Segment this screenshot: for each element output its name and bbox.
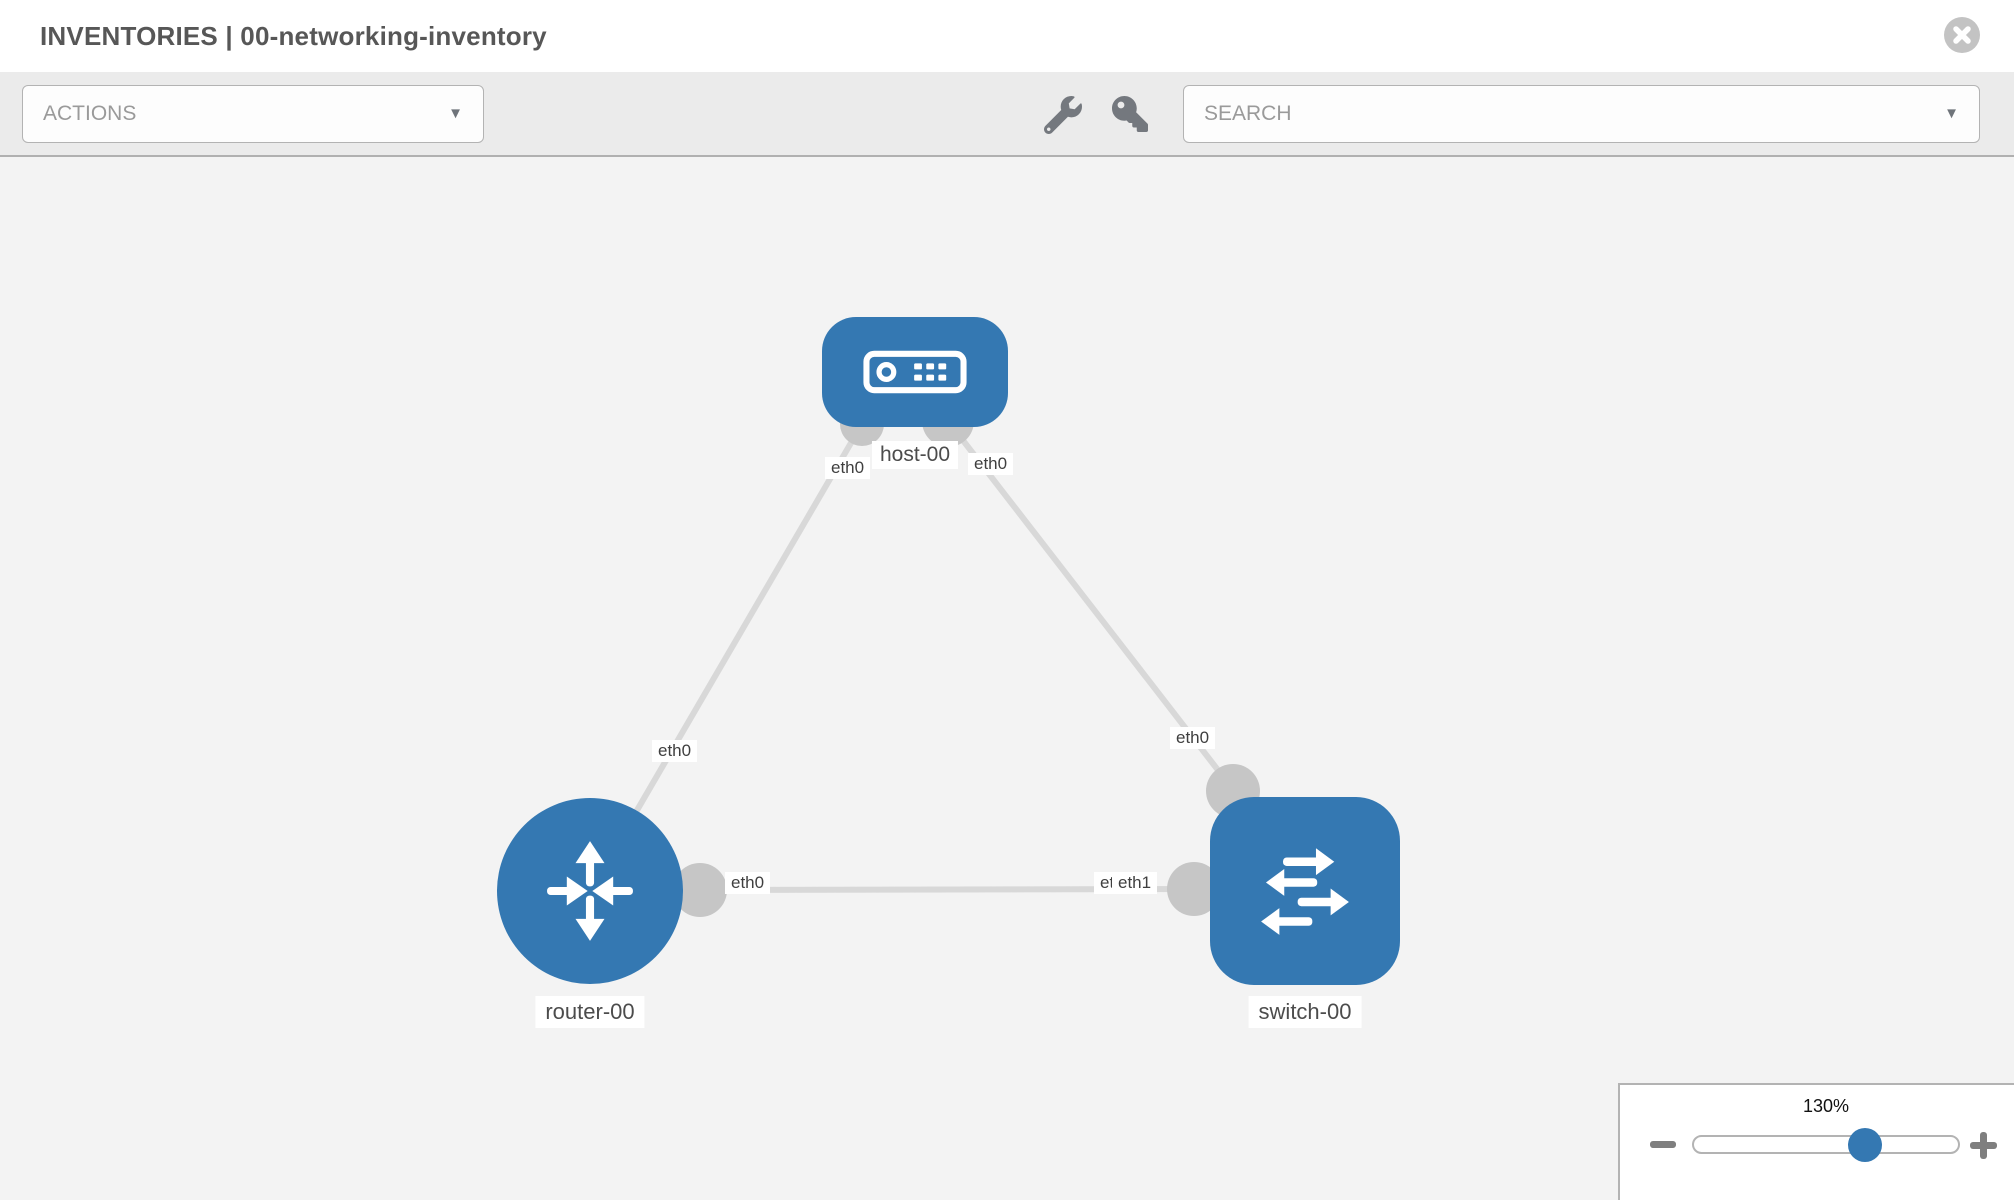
caret-down-icon: ▼ [448, 105, 463, 122]
key-icon[interactable] [1112, 96, 1150, 134]
node-label-switch[interactable]: switch-00 [1248, 996, 1362, 1028]
zoom-panel: 130% [1618, 1083, 2014, 1200]
zoom-level-value: 130% [1802, 1096, 1850, 1116]
host-device-icon [863, 350, 967, 394]
node-switch-00[interactable] [1210, 797, 1400, 985]
caret-down-icon: ▼ [1944, 105, 1959, 122]
node-label-router[interactable]: router-00 [535, 996, 645, 1028]
iface-label-host-to-router: eth0 [825, 457, 871, 479]
header-bar: INVENTORIES | 00-networking-inventory [0, 0, 2014, 72]
close-x-glyph [1953, 26, 1971, 44]
node-host-00[interactable] [822, 317, 1008, 427]
actions-dropdown[interactable]: ACTIONS ▼ [22, 85, 484, 143]
plus-icon-bar [1980, 1132, 1987, 1159]
topology-links-layer [587, 395, 1260, 917]
iface-label-host-to-switch: eth0 [968, 453, 1014, 475]
node-label-host[interactable]: host-00 [871, 441, 959, 469]
minus-icon[interactable] [1650, 1141, 1676, 1148]
node-router-00[interactable] [497, 798, 683, 984]
search-dropdown-label: SEARCH [1204, 102, 1292, 125]
iface-label-router-to-host: eth0 [652, 740, 698, 762]
close-icon[interactable] [1944, 17, 1980, 53]
iface-label-switch-to-router: eth1 [1112, 872, 1158, 894]
actions-dropdown-label: ACTIONS [43, 102, 137, 125]
page-title: INVENTORIES | 00-networking-inventory [40, 21, 547, 51]
toolbar: ACTIONS ▼ SEARCH ▼ [0, 72, 2014, 157]
zoom-slider-track[interactable] [1692, 1135, 1960, 1154]
search-dropdown[interactable]: SEARCH ▼ [1183, 85, 1980, 143]
link-endpoint[interactable] [1167, 862, 1221, 916]
iface-label-switch-to-host: eth0 [1170, 727, 1216, 749]
link-endpoint[interactable] [673, 863, 727, 917]
topology-canvas[interactable]: host-00 router-00 switch-00 eth0 eth0 et… [0, 157, 2014, 1200]
router-arrows-icon [547, 841, 633, 941]
plus-icon[interactable] [1970, 1132, 1997, 1159]
switch-arrows-icon [1261, 848, 1349, 935]
wrench-icon[interactable] [1043, 96, 1082, 135]
zoom-slider-thumb[interactable] [1848, 1128, 1882, 1162]
iface-label-router-to-switch: eth0 [725, 872, 771, 894]
